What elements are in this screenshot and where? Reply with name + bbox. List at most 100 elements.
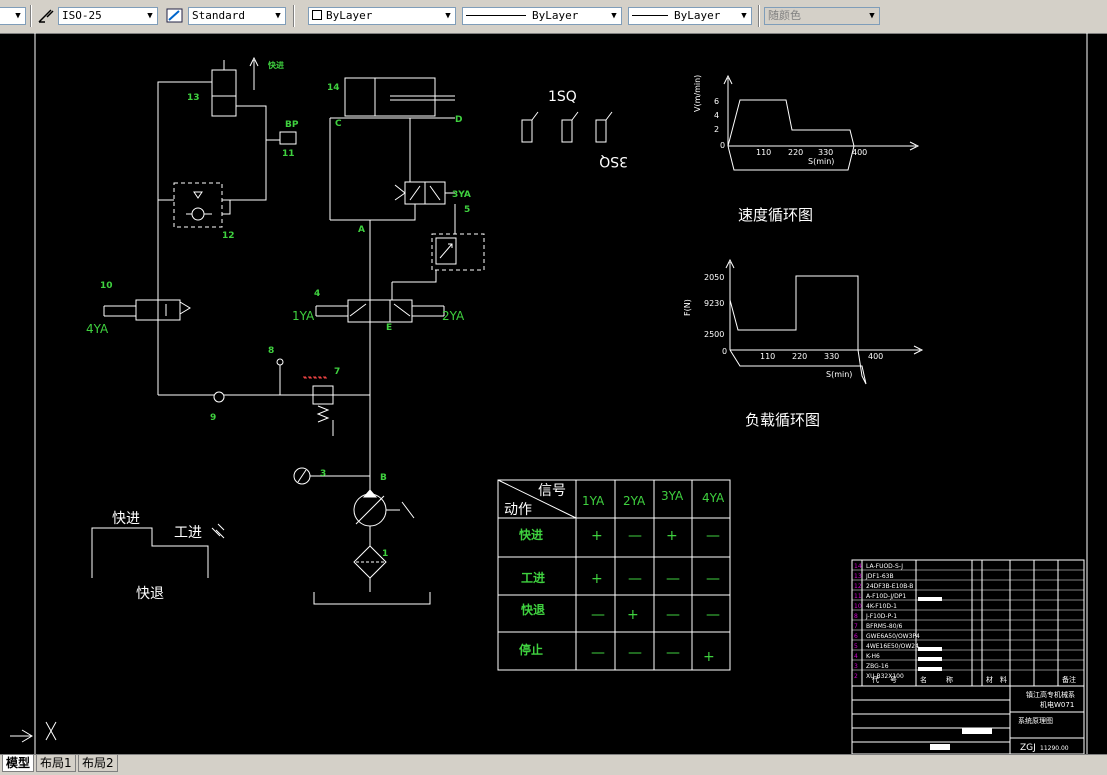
load-ytick: 2050 [704, 273, 724, 282]
label-n12: 12 [222, 231, 235, 241]
dimension-style-icon[interactable] [37, 8, 55, 24]
linetype-select[interactable]: ByLayer▼ [462, 7, 622, 25]
load-ytick: 9230 [704, 299, 724, 308]
layer-color-select[interactable]: ByLayer▼ [308, 7, 456, 25]
part-code: K-H6 [866, 653, 880, 660]
text-style-select[interactable]: Standard▼ [188, 7, 286, 25]
prev-combo[interactable]: ▼ [0, 7, 26, 25]
speed-xlabel: S(min) [808, 157, 834, 166]
title-block-fills [918, 597, 992, 750]
part-no: 6 [854, 633, 858, 640]
part-no: 7 [854, 623, 858, 630]
table-row-action: 快退 [521, 602, 545, 617]
speed-xtick: 220 [788, 148, 803, 157]
table-cell: — [591, 645, 605, 661]
tab-layout2[interactable]: 布局2 [78, 755, 118, 772]
tab-model[interactable]: 模型 [2, 755, 35, 772]
text-style-icon[interactable] [166, 8, 184, 24]
part-no: 2 [854, 673, 858, 680]
part-code: ZBG-16 [866, 663, 889, 670]
part-code: 4WE16E50/OW24 [866, 643, 919, 650]
part-code: JDF1-63B [865, 573, 894, 580]
lineweight-select[interactable]: ByLayer▼ [628, 7, 752, 25]
label-4ya: 4YA [86, 322, 109, 336]
label-3ya: 3YA [452, 190, 471, 200]
title-header-cell: 材 [986, 675, 993, 684]
label-kuaijin: 快进 [268, 60, 284, 70]
part-no: 14 [854, 563, 862, 570]
load-xlabel: S(min) [826, 370, 852, 379]
load-xtick: 330 [824, 352, 839, 361]
circuit-labels: 13 快进 14 C D BP 11 12 3YA 5 A 10 4 1YA 2… [86, 60, 471, 559]
load-chart [725, 258, 924, 385]
properties-toolbar: ▼ ISO-25▼ Standard▼ ByLayer▼ ByLayer▼ By… [0, 0, 1107, 34]
part-no: 10 [854, 603, 862, 610]
table-header-signal: 信号 [538, 483, 566, 499]
table-cell: — [666, 645, 680, 661]
speed-ytick: 4 [714, 111, 719, 120]
label-1ya: 1YA [292, 309, 315, 323]
part-no: 3 [854, 663, 858, 670]
label-1sq: 1SQ [548, 89, 577, 105]
speed-xtick: 110 [756, 148, 771, 157]
plot-style-select[interactable]: 随颜色▼ [764, 7, 880, 25]
table-cell: — [628, 571, 642, 587]
table-col-header: 1YA [582, 494, 605, 508]
title-header-cell: 料 [1000, 675, 1007, 684]
speed-ytick: 0 [720, 141, 725, 150]
label-b: B [380, 473, 387, 483]
linetype-preview-icon [466, 15, 526, 16]
label-c: C [335, 119, 342, 129]
title-block-rows [852, 569, 1084, 671]
label-2ya: 2YA [442, 309, 465, 323]
table-col-header: 2YA [623, 494, 646, 508]
table-col-header: 3YA [661, 489, 684, 503]
label-n3: 3 [320, 469, 326, 479]
color-swatch-icon [312, 10, 322, 20]
toolbar-separator [758, 5, 760, 27]
speed-ytick: 6 [714, 97, 719, 106]
speed-ytick: 2 [714, 125, 719, 134]
chevron-down-icon: ▼ [147, 11, 153, 21]
dimension-style-value: ISO-25 [62, 9, 102, 22]
part-no: 4 [854, 653, 858, 660]
action-table [497, 479, 731, 671]
title-block [851, 559, 1085, 754]
table-col-header: 4YA [702, 491, 725, 505]
table-cell: + [703, 649, 715, 665]
label-n13: 13 [187, 93, 200, 103]
table-cell: — [666, 571, 680, 587]
tab-layout1[interactable]: 布局1 [36, 755, 76, 772]
label-n14: 14 [327, 83, 340, 93]
title-school: 镇江高专机械系 [1026, 690, 1075, 699]
chevron-down-icon: ▼ [275, 11, 281, 21]
part-no: 8 [854, 613, 858, 620]
table-cell: + [627, 607, 639, 623]
label-n7: 7 [334, 367, 340, 377]
label-n1: 1 [382, 549, 388, 559]
title-drawing-no: ZGJ [1020, 743, 1036, 753]
load-ytick: 0 [722, 347, 727, 356]
title-class: 机电W071 [1040, 700, 1074, 709]
part-code: J-F10D-P-1 [865, 613, 897, 620]
load-ytick: 2500 [704, 330, 724, 339]
lineweight-preview-icon [632, 15, 668, 16]
drawing-canvas[interactable]: 13 快进 14 C D BP 11 12 3YA 5 A 10 4 1YA 2… [0, 33, 1107, 754]
title-header-cell: 备注 [1062, 675, 1076, 684]
title-header-cell: 称 [946, 675, 953, 684]
label-n4: 4 [314, 289, 320, 299]
load-xtick: 400 [868, 352, 883, 361]
label-d: D [455, 115, 462, 125]
load-xtick: 110 [760, 352, 775, 361]
table-cell: + [666, 528, 678, 544]
plot-style-value: 随颜色 [768, 9, 801, 22]
dimension-style-select[interactable]: ISO-25 ▼ [58, 7, 158, 25]
part-no: 12 [854, 583, 862, 590]
table-row-action: 快进 [519, 527, 543, 542]
cycle-fast-back: 快退 [136, 586, 164, 602]
part-no: 5 [854, 643, 858, 650]
table-cell: — [706, 528, 720, 544]
lineweight-value: ByLayer [674, 9, 721, 22]
cycle-fast-in: 快进 [112, 511, 140, 527]
table-cell: + [591, 571, 603, 587]
